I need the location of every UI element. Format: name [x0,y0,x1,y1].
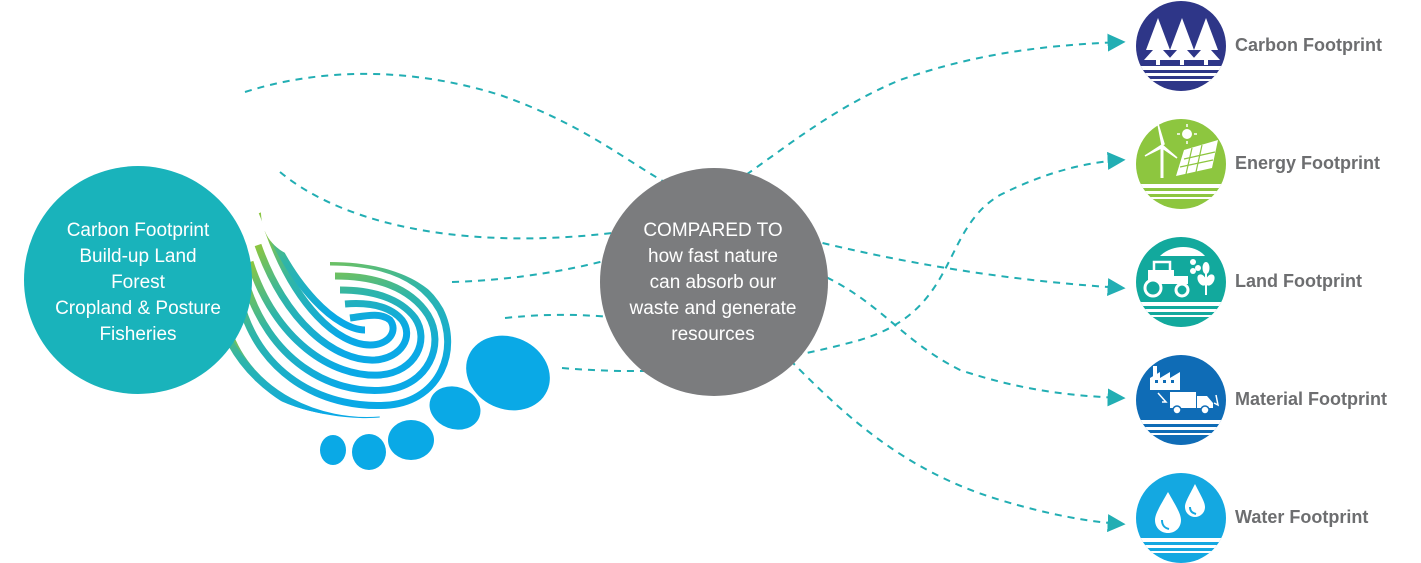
center-line-4: waste and generate [629,298,797,319]
carbon-footprint-label: Carbon Footprint [1235,35,1382,55]
left-line-5: Fisheries [99,324,177,345]
carbon-footprint-badge [1136,1,1226,91]
connector-foot-lower [504,313,621,319]
center-circle [600,168,828,396]
connector-to-water [789,359,1126,533]
left-line-4: Cropland & Posture [55,298,221,319]
toe-4 [352,434,386,470]
factory-truck-icon [1150,366,1220,415]
left-line-3: Forest [111,272,165,293]
connector-to-land [809,239,1126,297]
left-circle-text: Carbon Footprint Build-up Land Forest Cr… [30,218,246,348]
center-line-5: resources [671,324,755,345]
water-footprint-badge [1136,473,1226,563]
left-line-1: Carbon Footprint [66,220,210,241]
energy-footprint-badge [1136,119,1226,209]
land-footprint-badge [1136,237,1226,327]
center-line-2: how fast nature [648,246,778,267]
left-line-2: Build-up Land [79,246,197,267]
water-footprint-label: Water Footprint [1235,507,1369,527]
toe-3 [388,420,434,460]
land-footprint-label: Land Footprint [1235,271,1362,291]
toe-2 [429,386,481,430]
toe-big [466,335,550,411]
center-line-3: can absorb our [649,272,777,293]
water-circle [1136,473,1226,563]
tractor-icon [1143,247,1215,298]
center-circle-text: COMPARED TO how fast nature can absorb o… [608,218,818,348]
connector-top [244,72,701,201]
water-drops-icon [1155,484,1205,533]
energy-footprint-label: Energy Footprint [1235,153,1380,173]
material-footprint-label: Material Footprint [1235,389,1387,409]
toe-5 [320,435,346,465]
connector-to-material [814,271,1126,407]
material-footprint-badge [1136,355,1226,445]
trees-icon [1144,18,1220,65]
wind-solar-icon [1144,123,1218,178]
connector-foot-mid [451,257,616,283]
left-circle [24,166,252,394]
center-line-1: COMPARED TO [643,220,783,241]
foot-toes [320,335,550,470]
